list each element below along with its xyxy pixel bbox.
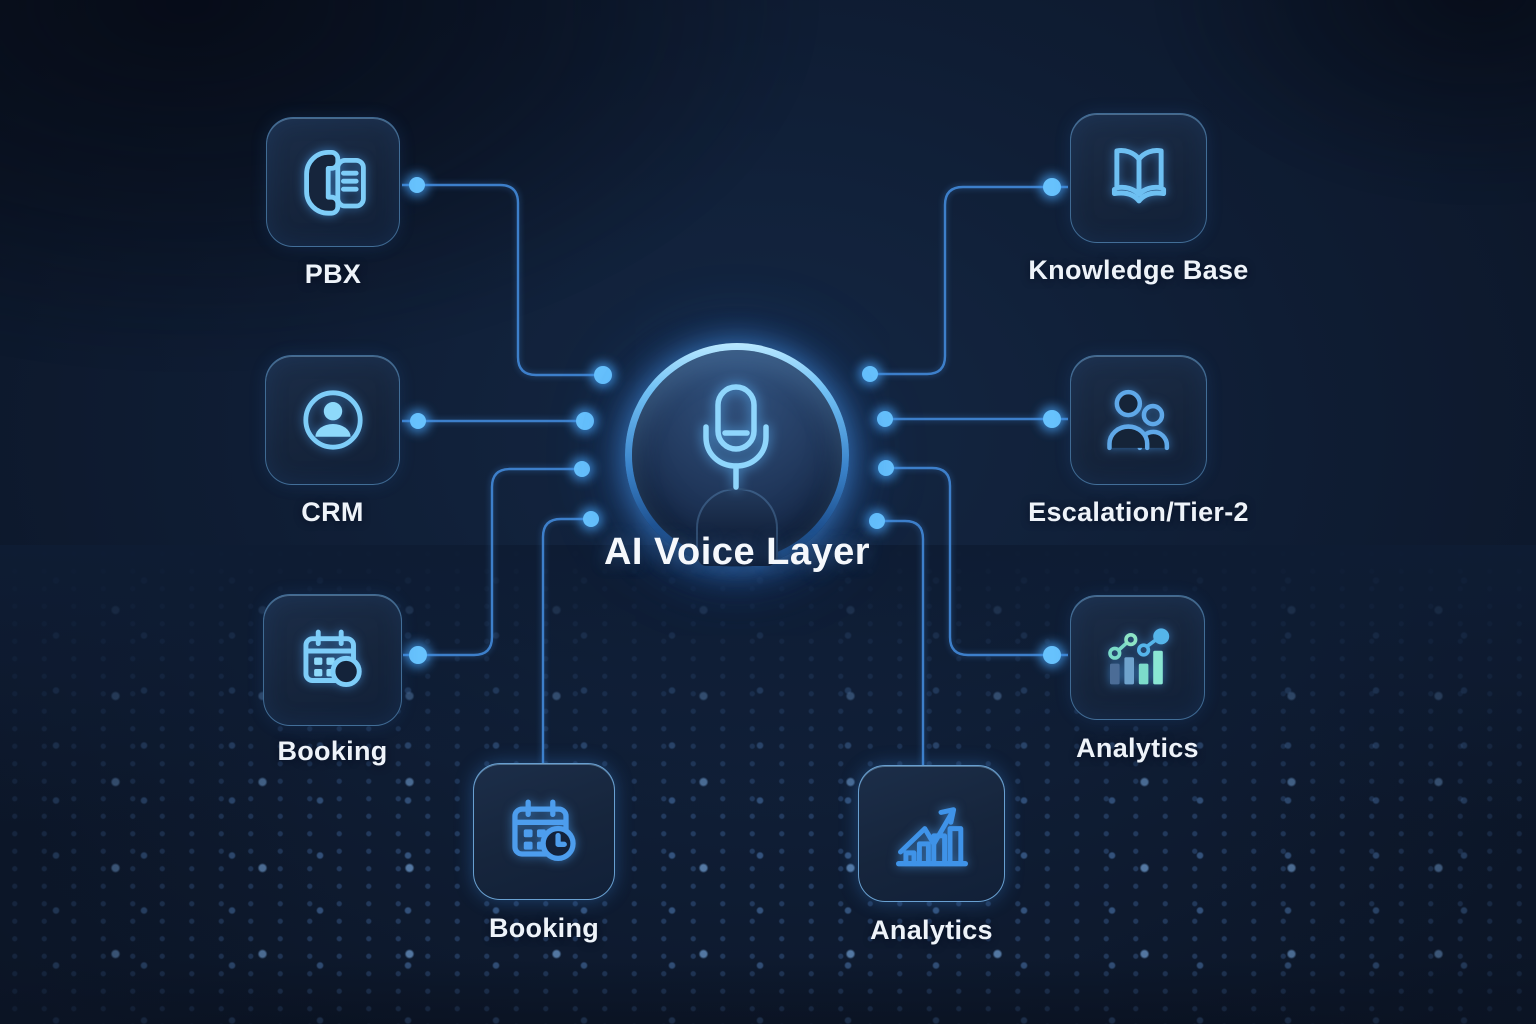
node-booking-left[interactable]: Booking <box>263 594 402 766</box>
knowledge-base-box[interactable] <box>1070 113 1207 243</box>
bar-chart-icon <box>1107 627 1169 684</box>
user-circle-icon <box>302 390 363 450</box>
node-label-booking-left: Booking <box>277 736 388 766</box>
node-label-analytics-right: Analytics <box>1076 733 1199 763</box>
connector-pbx <box>402 183 603 377</box>
pbx-box[interactable] <box>266 117 400 247</box>
node-booking-bottom[interactable]: Booking <box>473 763 615 943</box>
analytics-bottom-box[interactable] <box>858 765 1005 902</box>
node-escalation-tier-2[interactable]: Escalation/Tier-2 <box>1028 355 1249 527</box>
phone-fax-icon <box>304 150 366 216</box>
calendar-icon <box>302 629 362 688</box>
crm-box[interactable] <box>265 355 400 485</box>
connector-knowledge-base <box>870 185 1068 376</box>
node-label-knowledge-base: Knowledge Base <box>1028 255 1249 285</box>
node-label-pbx: PBX <box>304 259 362 289</box>
people-icon <box>1106 389 1169 451</box>
background-dot-grid <box>0 545 1536 1024</box>
hub-label: AI Voice Layer <box>603 531 871 573</box>
connector-booking-left <box>403 467 582 657</box>
connector-endpoint-dots <box>409 177 1061 664</box>
node-label-analytics-bottom: Analytics <box>870 915 993 945</box>
connector-analytics-bottom <box>877 519 925 766</box>
connector-analytics-right <box>886 466 1068 657</box>
open-book-icon <box>1111 148 1166 204</box>
node-label-booking-bottom: Booking <box>488 913 600 943</box>
growth-chart-icon <box>895 806 968 866</box>
booking-left-box[interactable] <box>263 594 402 726</box>
escalation-box[interactable] <box>1070 355 1207 485</box>
connector-booking-bottom <box>541 517 591 764</box>
node-analytics-bottom[interactable]: Analytics <box>858 765 1005 945</box>
node-analytics-right[interactable]: Analytics <box>1070 595 1205 763</box>
node-knowledge-base[interactable]: Knowledge Base <box>1028 113 1248 285</box>
node-label-crm: CRM <box>301 497 364 527</box>
booking-bottom-box[interactable] <box>473 763 615 900</box>
person-silhouette <box>696 488 778 566</box>
calendar-clock-icon <box>512 798 576 861</box>
node-pbx[interactable]: PBX <box>266 117 400 289</box>
analytics-right-box[interactable] <box>1070 595 1205 720</box>
node-crm[interactable]: CRM <box>265 355 400 527</box>
microphone-icon <box>703 384 769 490</box>
node-label-escalation: Escalation/Tier-2 <box>1028 497 1249 527</box>
